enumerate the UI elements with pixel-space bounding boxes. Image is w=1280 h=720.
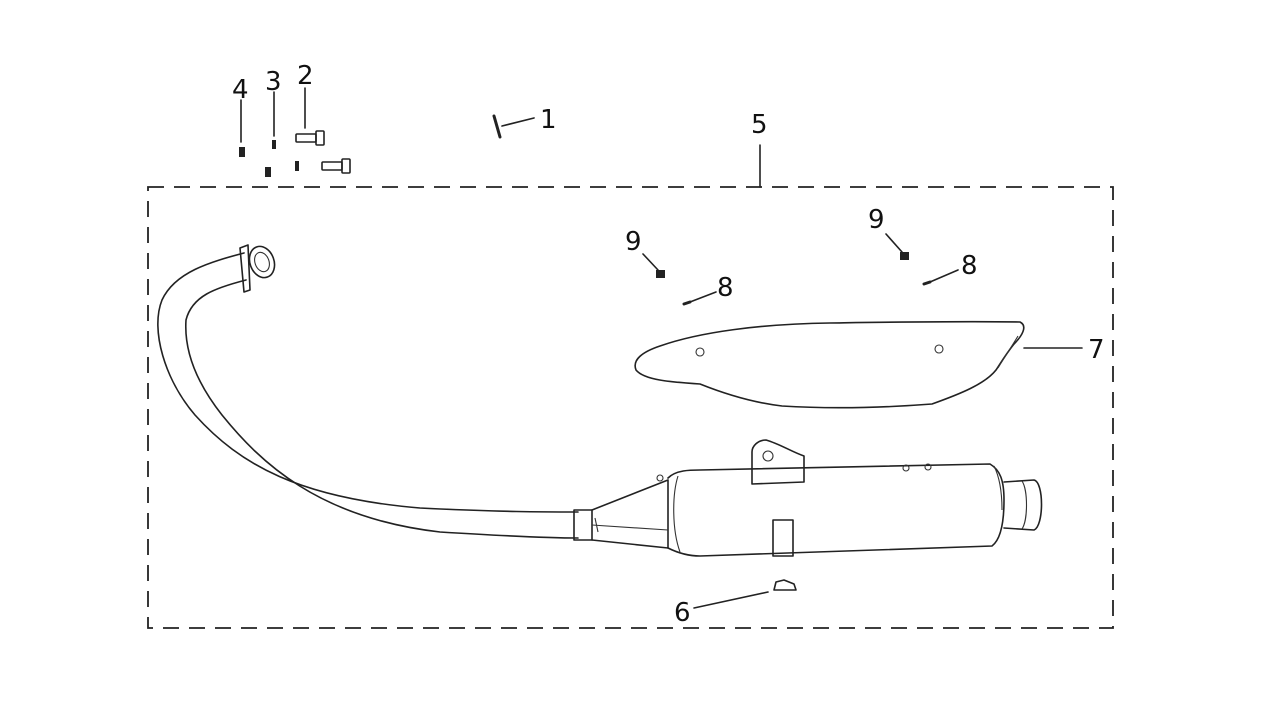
part-8-washer-right <box>922 269 959 286</box>
callout-9-left: 9 <box>625 227 642 257</box>
part-2-bolts <box>295 87 351 174</box>
part-3-washers <box>272 91 299 171</box>
callout-6: 6 <box>674 598 691 628</box>
part-6-clip <box>693 579 797 609</box>
callout-5: 5 <box>751 110 768 140</box>
part-1-gasket <box>492 114 535 139</box>
part-7-heat-shield <box>634 320 1083 409</box>
part-9-screw-right <box>885 233 909 260</box>
callout-1: 1 <box>540 105 557 135</box>
part-9-screw-left <box>642 253 665 278</box>
callout-9-right: 9 <box>868 205 885 235</box>
callout-8-left: 8 <box>717 273 734 303</box>
callout-4: 4 <box>232 75 249 105</box>
part-8-washer-left <box>682 291 717 306</box>
assembly-boundary-box <box>147 186 1114 629</box>
callout-8-right: 8 <box>961 251 978 281</box>
part-4-nuts <box>239 99 271 177</box>
callout-3: 3 <box>265 67 282 97</box>
callout-7: 7 <box>1088 335 1105 365</box>
callout-2: 2 <box>297 61 314 91</box>
part-5-exhaust-assembly <box>157 244 1043 557</box>
